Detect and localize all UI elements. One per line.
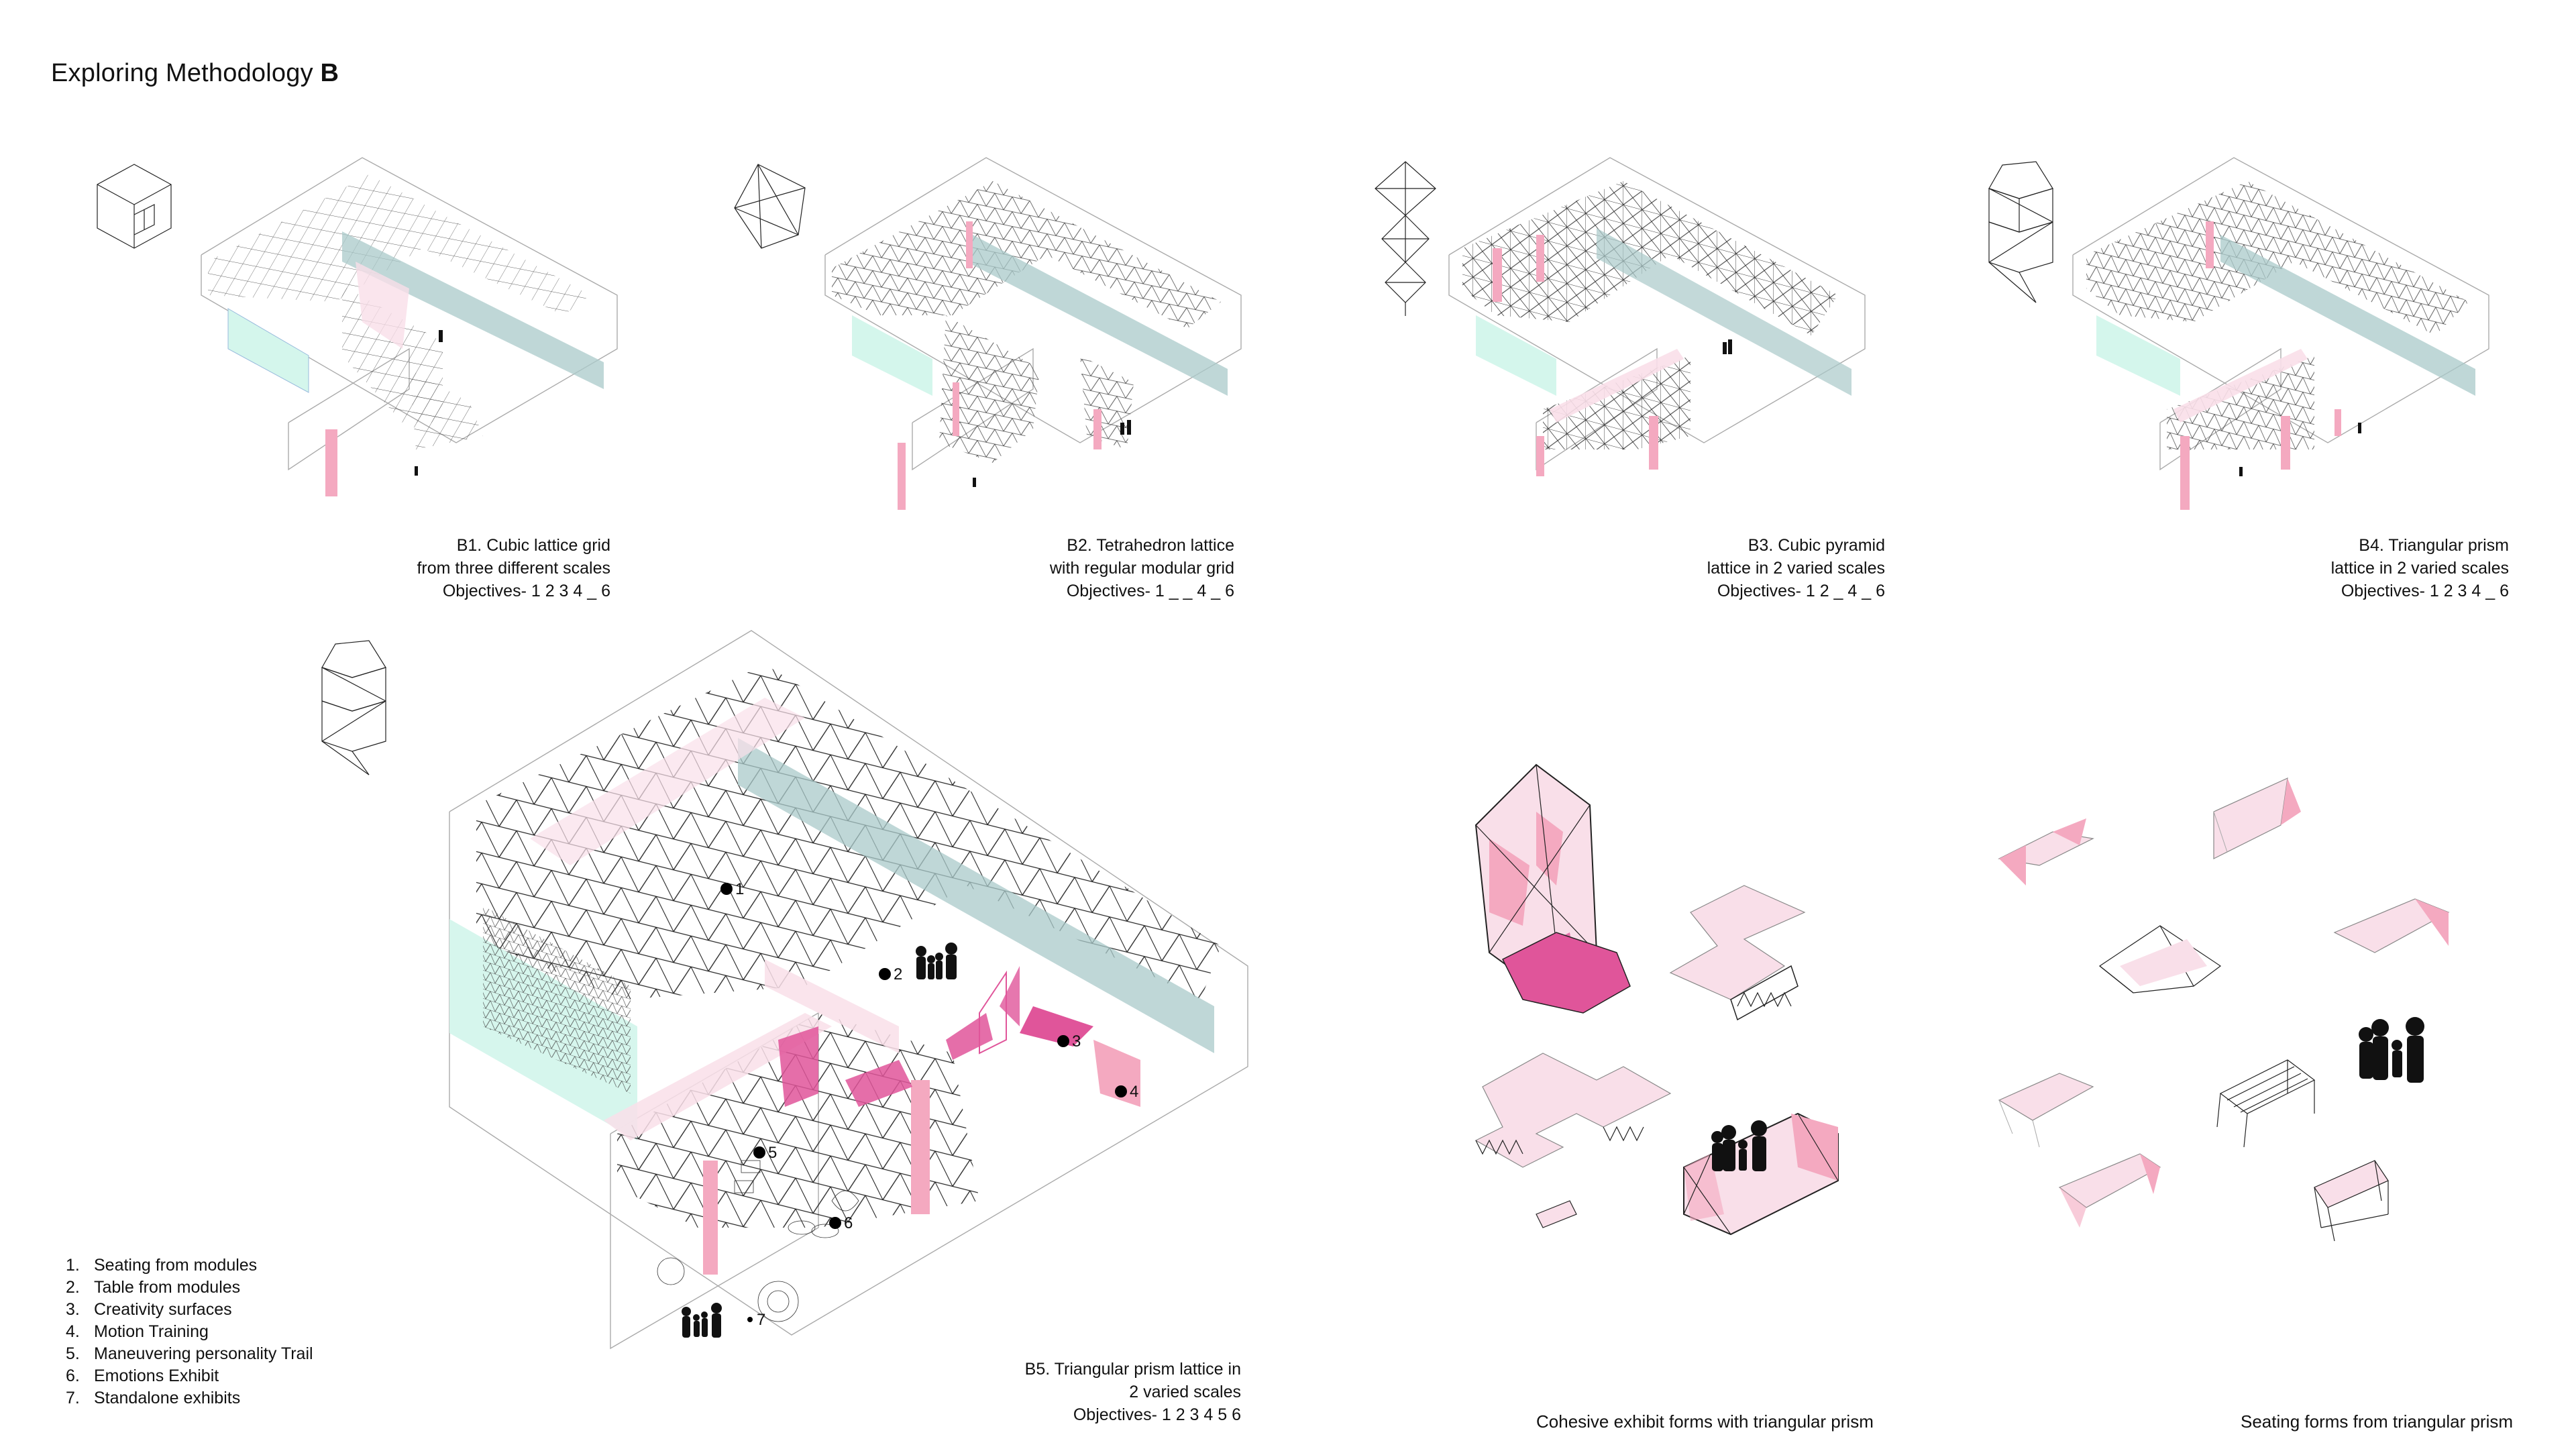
marker-3: 3 (1057, 1032, 1081, 1051)
page-title: Exploring Methodology B (51, 59, 339, 87)
family-silhouette-seating (2359, 1017, 2424, 1083)
b3-pyramid-stack-icon (1375, 161, 1436, 316)
marker-5: 5 (753, 1144, 777, 1162)
svg-text:5: 5 (768, 1144, 777, 1162)
b4-prism-stack-icon (1988, 161, 2053, 303)
t-form-exhibit (1474, 1053, 1672, 1168)
family-silhouette-exhibit (1711, 1120, 1767, 1171)
bench-exhibit (1683, 1112, 1839, 1236)
seat-form-1 (1998, 818, 2094, 885)
legend-item: 5.Maneuvering personality Trail (66, 1344, 313, 1363)
marker-2: 2 (879, 965, 902, 983)
b5-axonometric-drawing: 1 2 3 4 5 6 7 (449, 630, 1248, 1350)
family-silhouette (916, 943, 957, 979)
seat-form-3 (2333, 898, 2450, 953)
b3-axonometric-drawing (1448, 157, 1866, 476)
tower-exhibit (1474, 763, 1631, 1014)
b4-axonometric-drawing (2072, 157, 2489, 510)
legend-item: 3.Creativity surfaces (66, 1300, 232, 1319)
svg-text:2: 2 (894, 965, 902, 983)
bench-form-2 (2314, 1160, 2389, 1242)
b1-module-icon (97, 164, 172, 249)
exhibit-forms-drawing (1474, 763, 1839, 1236)
b2-tetrahedron-icon (734, 164, 806, 249)
legend-list: 1.Seating from modules 2.Table from modu… (66, 1254, 313, 1409)
seating-forms-caption: Seating forms from triangular prism (2241, 1411, 2514, 1432)
zigzag-exhibit (1669, 885, 1806, 1021)
legend-item: 6.Emotions Exhibit (66, 1366, 219, 1385)
svg-text:1: 1 (735, 880, 744, 898)
seating-forms-drawing (1998, 777, 2450, 1242)
legend-item: 7.Standalone exhibits (66, 1389, 241, 1407)
svg-text:6: 6 (844, 1214, 853, 1232)
seat-exhibit-small (1536, 1200, 1577, 1228)
seat-form-prism (2098, 925, 2222, 994)
b2-axonometric-drawing (824, 157, 1242, 510)
b1-axonometric-drawing (201, 157, 618, 496)
legend-item: 4.Motion Training (66, 1322, 209, 1341)
seat-form-2 (2213, 777, 2301, 859)
legend-item: 1.Seating from modules (66, 1256, 258, 1275)
marker-7: 7 (747, 1311, 765, 1329)
family-silhouette-lower (682, 1303, 722, 1338)
marker-6: 6 (829, 1214, 853, 1232)
marker-4: 4 (1115, 1083, 1138, 1101)
svg-text:3: 3 (1072, 1032, 1081, 1051)
bench-form-1 (2216, 1059, 2316, 1148)
svg-text:7: 7 (757, 1311, 765, 1329)
b5-prism-stack-icon (321, 640, 386, 775)
exhibit-forms-caption: Cohesive exhibit forms with triangular p… (1536, 1411, 1874, 1432)
seat-form-4 (1998, 1073, 2094, 1148)
svg-text:4: 4 (1130, 1083, 1138, 1101)
map-markers: 1 2 3 4 5 6 7 (720, 880, 1138, 1329)
legend-item: 2.Table from modules (66, 1278, 241, 1297)
seat-form-5 (2058, 1153, 2161, 1228)
marker-1: 1 (720, 880, 744, 898)
